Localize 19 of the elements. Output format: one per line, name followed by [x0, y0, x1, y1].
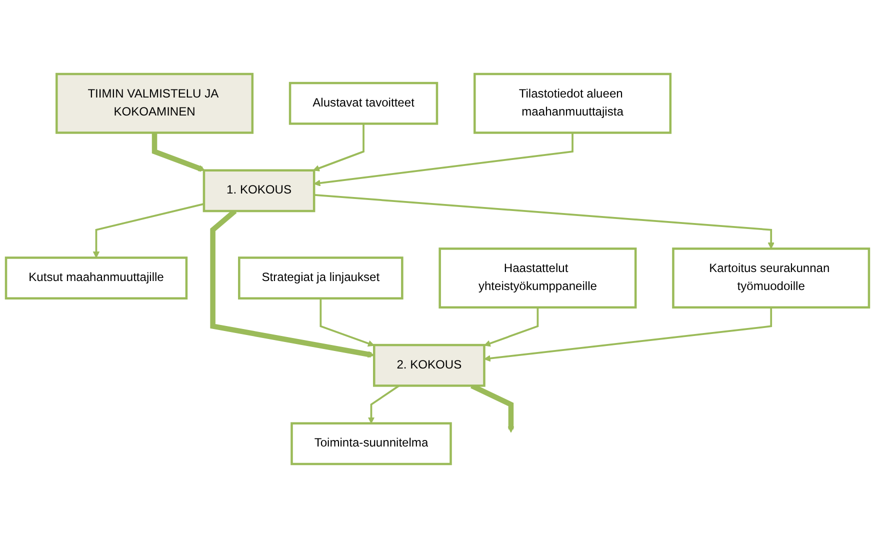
node-box: TIIMIN VALMISTELU JA KOKOAMINEN — [56, 72, 254, 134]
node-box: 1. KOKOUS — [202, 169, 316, 212]
node-box: 2. KOKOUS — [373, 344, 486, 387]
node-box: Toiminta-suunnitelma — [290, 422, 452, 466]
node-box: Tilastotiedot alueen maahanmuuttajista — [474, 72, 672, 134]
arrow — [152, 132, 206, 172]
arrow — [368, 384, 400, 424]
node-box: Kartoitus seurakunnan työmuodoille — [672, 248, 870, 309]
arrow — [314, 194, 774, 249]
node-box: Strategiat ja linjaukset — [238, 256, 404, 300]
arrow — [314, 132, 574, 186]
arrow — [320, 298, 374, 347]
arrow — [484, 307, 772, 362]
arrow — [484, 307, 539, 347]
node-box: Alustavat tavoitteet — [288, 82, 438, 125]
node-box: Haastattelut yhteistyökumppaneille — [438, 248, 637, 309]
arrow — [92, 203, 204, 258]
arrow — [312, 124, 364, 172]
node-box: Kutsut maahanmuuttajille — [4, 256, 188, 300]
